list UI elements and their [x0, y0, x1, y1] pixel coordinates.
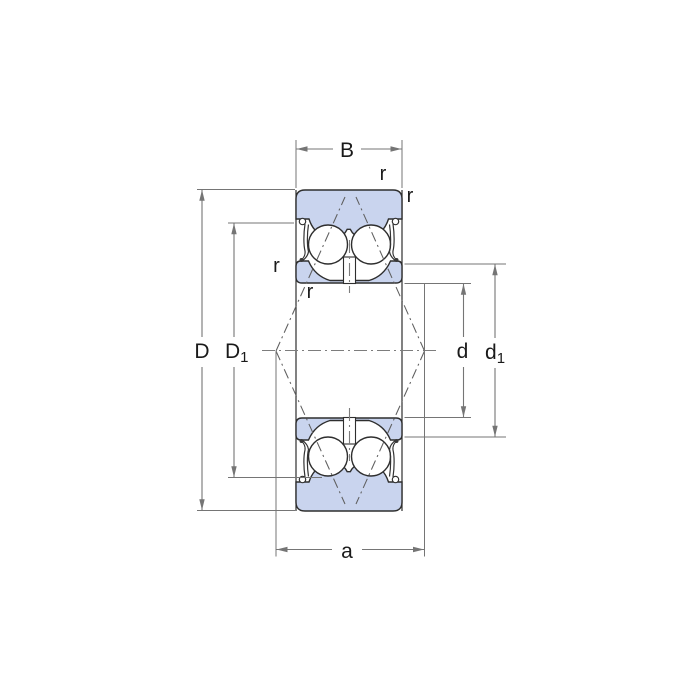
- dimension-d: d: [404, 283, 471, 418]
- dimension-B: B: [295, 139, 403, 188]
- arrow-up-icon: [231, 223, 237, 235]
- label-D: D: [194, 340, 209, 363]
- arrow-down-icon: [231, 466, 237, 478]
- inner-ring-bottom: [295, 417, 403, 441]
- dimension-D1: D1: [225, 222, 322, 478]
- label-d1: d1: [485, 341, 505, 367]
- arrow-up-icon: [492, 264, 498, 276]
- bearing-cross-section: [295, 189, 403, 512]
- seal-bottom-right: [388, 439, 400, 484]
- seal-anchor-icon: [391, 475, 400, 484]
- label-a: a: [341, 540, 353, 563]
- seal-lip-line: [300, 223, 306, 261]
- seal-lip-line: [301, 439, 310, 477]
- seal-lip-line: [392, 223, 398, 261]
- arrow-right-icon: [413, 546, 424, 553]
- ball-top-left: [307, 224, 349, 265]
- label-B: B: [340, 139, 354, 162]
- contact-angle-line: [275, 350, 346, 505]
- contact-angle-line: [275, 196, 346, 352]
- label-D1: D1: [225, 340, 249, 366]
- contact-angle-line: [355, 350, 425, 505]
- seal-contact-dot: [394, 439, 399, 443]
- arrow-right-icon: [390, 146, 402, 152]
- seal-anchor-icon: [391, 217, 400, 226]
- seal-lip-line: [388, 439, 397, 477]
- ball-bottom-left: [307, 436, 349, 477]
- arrow-down-icon: [460, 406, 467, 418]
- dimension-d1: d1: [404, 263, 506, 438]
- label-d: d: [457, 340, 469, 363]
- arrow-left-icon: [296, 146, 308, 152]
- seal-contact-dot: [299, 258, 304, 262]
- bearing-section-bottom: [295, 408, 403, 512]
- label-r-outer-top: r: [380, 163, 387, 185]
- seal-contact-dot: [394, 258, 399, 262]
- inner-ring-top: [295, 260, 403, 284]
- seal-top-left: [298, 217, 310, 262]
- label-r-outer-side: r: [407, 185, 414, 207]
- label-r-inner-bore: r: [307, 281, 314, 303]
- seal-lip-line: [392, 440, 398, 478]
- ball-top-right: [350, 224, 392, 265]
- label-r-inner-side: r: [273, 255, 280, 277]
- dimension-a: a: [275, 284, 425, 563]
- contact-angle-line: [355, 196, 425, 352]
- seal-lip-line: [300, 440, 306, 478]
- centerlines: [262, 196, 438, 505]
- seal-contact-dot: [299, 439, 304, 443]
- dimension-D: D: [194, 189, 295, 511]
- bearing-section-top: [295, 189, 403, 293]
- seal-lip-line: [388, 224, 397, 262]
- arrow-down-icon: [199, 499, 205, 511]
- seal-top-right: [388, 217, 400, 262]
- seal-anchor-icon: [298, 217, 307, 226]
- arrow-up-icon: [199, 189, 205, 201]
- arrow-up-icon: [460, 283, 467, 295]
- ball-bottom-right: [350, 436, 392, 477]
- arrow-left-icon: [276, 546, 288, 553]
- arrow-down-icon: [492, 425, 498, 437]
- seal-lip-line: [301, 224, 310, 262]
- radius-labels: r r r r: [273, 163, 414, 303]
- seal-bottom-left: [298, 439, 310, 484]
